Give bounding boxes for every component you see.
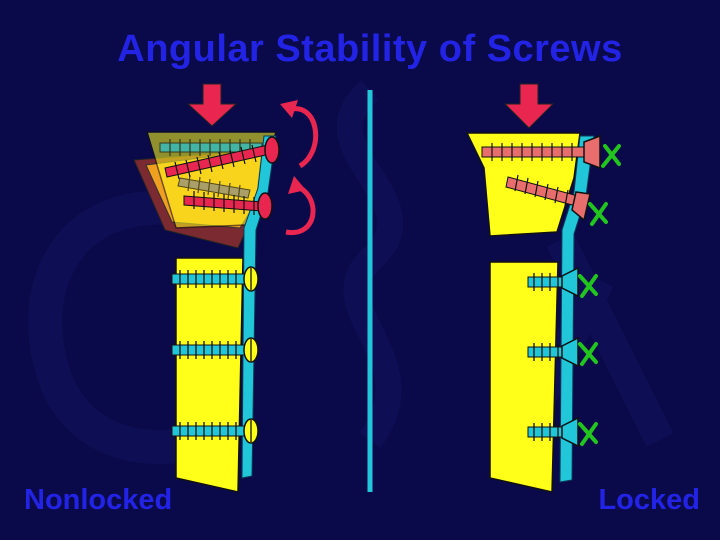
right-locked-screw-1 xyxy=(481,134,601,170)
rotation-arrow-head-icon xyxy=(280,100,298,118)
right-locked-screw-2 xyxy=(505,174,591,222)
load-arrow-icon xyxy=(186,83,238,127)
right-shaft-screw-1 xyxy=(527,266,579,298)
locked-caption: Locked xyxy=(598,484,700,516)
left-loose-screw-1 xyxy=(164,136,280,180)
lock-mark-icon xyxy=(601,144,621,168)
left-shaft-screw-2 xyxy=(171,337,259,363)
left-shaft-screw-3 xyxy=(171,418,259,444)
left-bone-shaft xyxy=(175,257,244,493)
rotation-arrow-head-icon xyxy=(288,176,306,194)
nonlocked-caption: Nonlocked xyxy=(24,484,173,516)
slide-title: Angular Stability of Screws xyxy=(117,28,623,70)
left-loose-screw-2 xyxy=(183,191,273,220)
lock-mark-icon xyxy=(588,202,608,226)
right-shaft-screw-2 xyxy=(527,336,579,368)
left-shaft-screw-1 xyxy=(171,266,259,292)
left-head-screw-ghost-2 xyxy=(177,174,251,202)
lock-mark-icon xyxy=(578,342,598,366)
nonlocked-construct xyxy=(133,83,319,493)
right-shaft-screw-3 xyxy=(527,416,579,448)
lock-mark-icon xyxy=(578,274,598,298)
right-bone-shaft xyxy=(489,261,559,493)
lock-mark-icon xyxy=(578,422,598,446)
locked-construct xyxy=(465,83,621,493)
load-arrow-icon xyxy=(503,83,555,129)
rotation-arrow-icon xyxy=(287,106,319,169)
